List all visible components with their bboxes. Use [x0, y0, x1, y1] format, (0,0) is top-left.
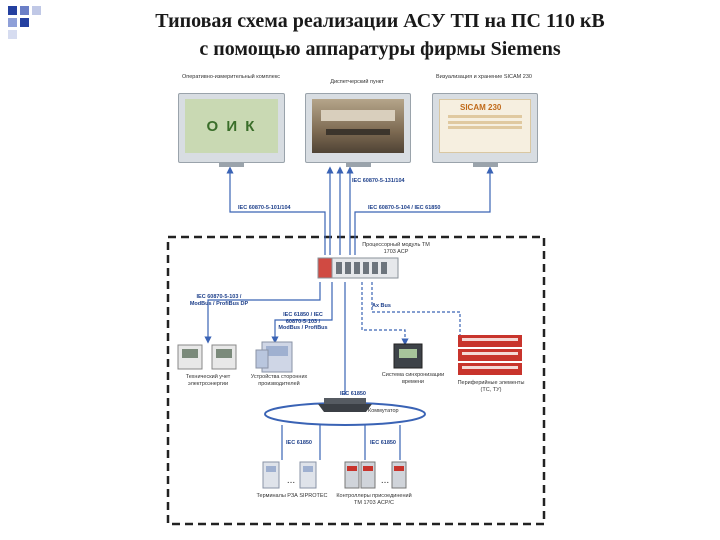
sicam-monitor: SICAM 230: [432, 93, 538, 167]
label-iec-101-104: IEC 60870-5-101/104: [238, 205, 291, 211]
label-iec-131-104: IEC 60870-5-131/104: [352, 178, 405, 184]
label-ax-bus: Ax Bus: [372, 303, 391, 309]
sync-device: [393, 343, 423, 369]
page-title-line1: Типовая схема реализации АСУ ТП на ПС 11…: [155, 10, 605, 32]
controllers-dots: ...: [380, 475, 390, 486]
link-to-sync: [361, 282, 409, 346]
ring-drops: [281, 425, 401, 460]
meters-label: Технический учет электроэнергии: [185, 374, 231, 387]
link-ax-bus: [371, 282, 461, 335]
page-title-line2: с помощью аппаратуры фирмы Siemens: [199, 38, 561, 60]
lower-links: [204, 282, 461, 395]
label-iec-61850-right: IEC 61850: [370, 440, 396, 446]
link-to-third-party: [271, 282, 333, 344]
third-party-device: [255, 341, 293, 373]
oik-screen-text: О И К: [206, 117, 257, 135]
controllers-label: Контроллеры присоединений ТМ 1703 ACP/C: [336, 493, 412, 506]
substation-boundary: [166, 235, 546, 526]
sync-label: Система синхронизации времени: [381, 372, 445, 385]
controller-devices: [344, 461, 407, 489]
dispatch-caption: Диспетчерский пункт: [330, 79, 384, 85]
processor-module: [317, 257, 399, 279]
peripheral-device: [458, 335, 522, 375]
upper-links: [226, 166, 494, 255]
dispatch-monitor-stand: [346, 163, 371, 167]
third-party-label: Устройства сторонних производителей: [250, 374, 308, 387]
label-iec-61850-mid: IEC 61850 / IEC 60870-5-103 / ModBus / P…: [278, 312, 328, 331]
link-to-meters: [204, 282, 321, 344]
label-iec-103-modbus: IEC 60870-5-103 / ModBus / ProfiBus DP: [189, 294, 249, 307]
switch-label: Коммутатор: [368, 408, 399, 414]
oik-caption: Оперативно-измерительный комплекс: [181, 74, 281, 80]
siprotec-devices: [262, 461, 317, 489]
label-iec-61850-switch: IEC 61850: [340, 391, 366, 397]
oik-monitor: О И К: [178, 93, 285, 167]
sicam-caption: Визуализация и хранение SICAM 230: [436, 74, 532, 80]
siprotec-dots: ...: [286, 475, 296, 486]
siprotec-label: Терминалы РЗА SIPROTEC: [256, 493, 328, 499]
link-to-sicam: [354, 166, 494, 255]
link-to-oik: [226, 166, 326, 255]
switch-device: [318, 398, 372, 412]
label-iec-104-61850: IEC 60870-5-104 / IEC 61850: [368, 205, 441, 211]
sicam-monitor-stand: [473, 163, 498, 167]
title-bullets: [4, 4, 76, 39]
oik-monitor-stand: [219, 163, 244, 167]
dispatch-room-photo: [312, 99, 404, 153]
processor-module-label: Процессорный модуль TM 1703 ACP: [362, 242, 430, 255]
meters-device: [177, 344, 237, 370]
sicam-screen-text: SICAM 230: [460, 103, 502, 112]
dispatch-monitor: [305, 93, 411, 167]
label-iec-61850-left: IEC 61850: [286, 440, 312, 446]
peripheral-label: Периферийные элементы (ТС, ТУ): [457, 380, 525, 393]
